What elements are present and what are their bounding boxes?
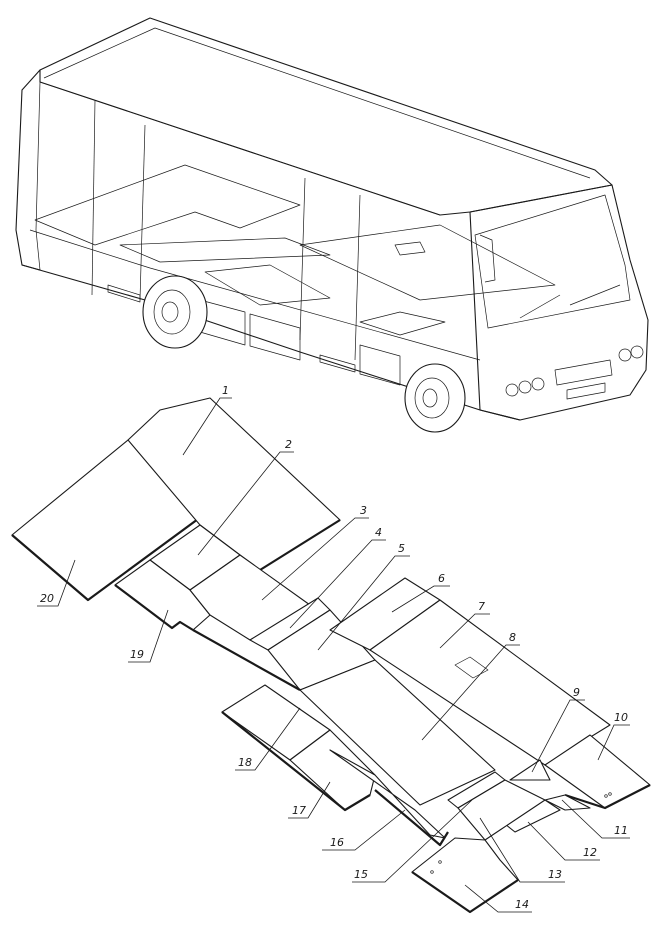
callout-label-4: 4 [375, 526, 382, 539]
floor-panels [11, 397, 651, 914]
panel-19-edge [114, 584, 194, 631]
panel-17-18-edge [221, 711, 371, 812]
callout-6: 6 [391, 572, 450, 613]
callout-label-16: 16 [330, 836, 344, 849]
callout-13: 13 [479, 817, 565, 883]
bus-hatch-2 [249, 313, 301, 361]
callout-15: 15 [352, 799, 473, 883]
bus-floor-hatch [394, 241, 426, 256]
callout-label-6: 6 [438, 572, 445, 585]
panel-13 [457, 779, 546, 841]
bus-wiper-2 [569, 284, 621, 306]
callout-20: 20 [37, 559, 76, 607]
bus-rear [15, 69, 41, 271]
callout-17: 17 [288, 781, 331, 819]
panel-10-hole-2 [608, 792, 612, 796]
callout-label-19: 19 [130, 648, 144, 661]
panel-16-edge [374, 789, 449, 847]
callout-label-17: 17 [292, 804, 306, 817]
callout-label-10: 10 [614, 711, 628, 724]
callout-4: 4 [289, 526, 386, 629]
bus-wiper-1 [519, 294, 561, 319]
callout-10: 10 [597, 711, 630, 761]
bus-step-2 [319, 354, 356, 373]
callout-label-8: 8 [509, 631, 516, 644]
panel-9 [509, 759, 551, 781]
callout-label-13: 13 [548, 868, 562, 881]
callout-label-14: 14 [515, 898, 529, 911]
bus-grille [554, 359, 613, 386]
panel-10-hole-1 [604, 794, 608, 798]
callout-18: 18 [235, 707, 301, 771]
bus-front [469, 184, 649, 421]
bus-headlight-right-2 [630, 345, 644, 359]
callout-label-18: 18 [238, 756, 252, 769]
bus-floor-panel-mid-3 [299, 224, 556, 301]
bus-pillar-1 [91, 99, 96, 296]
callout-14: 14 [464, 884, 532, 913]
callout-group: 1 2 3 4 5 6 7 8 [37, 384, 630, 913]
callout-label-3: 3 [360, 504, 367, 517]
callout-16: 16 [322, 809, 406, 851]
callout-label-2: 2 [285, 438, 292, 451]
panel-14 [411, 837, 519, 913]
callout-8: 8 [421, 631, 520, 741]
callout-label-11: 11 [614, 824, 628, 837]
bus-pillar-2 [139, 124, 146, 301]
panel-20-edge [11, 507, 214, 602]
callout-2: 2 [197, 438, 294, 556]
callout-19: 19 [128, 609, 169, 663]
callout-label-1: 1 [222, 384, 229, 397]
bus-pillar-3 [299, 177, 306, 341]
bus-roof-ridge [43, 27, 591, 179]
callout-label-9: 9 [573, 686, 580, 699]
panel-14-hole-1 [438, 860, 442, 864]
panel-16 [329, 749, 446, 839]
bus-floor-panel-front [359, 311, 446, 336]
panel-11 [544, 794, 591, 811]
panel-10-edge [564, 784, 651, 810]
bus-hatch-3 [359, 344, 401, 386]
callout-3: 3 [261, 504, 369, 601]
callout-label-12: 12 [583, 846, 597, 859]
callout-9: 9 [531, 686, 585, 773]
bus-headlight-left-1 [505, 383, 519, 397]
panel-7 [369, 599, 611, 766]
panel-14-edge [411, 871, 519, 914]
bus-window-top-line [39, 81, 441, 216]
panel-7-hatch [454, 656, 489, 679]
bus-mirror [479, 234, 496, 283]
bus-rear-wheel [142, 275, 208, 349]
bus-front-wheel [404, 363, 466, 433]
bus-windshield [474, 194, 631, 329]
bus-rear-inner [35, 81, 41, 271]
bus-headlight-left-3 [531, 377, 545, 391]
bus-headlight-right-1 [618, 348, 632, 362]
bus-floor-panel-rear [34, 164, 301, 246]
callout-label-7: 7 [478, 600, 485, 613]
callout-label-20: 20 [40, 592, 54, 605]
callout-7: 7 [439, 600, 490, 649]
callout-5: 5 [317, 542, 410, 651]
callout-1: 1 [182, 384, 232, 456]
bus-illustration [15, 17, 649, 433]
callout-label-5: 5 [398, 542, 405, 555]
bus-plate [566, 382, 606, 400]
bus-skirt-line [29, 229, 481, 361]
panel-8 [299, 659, 496, 806]
callout-label-15: 15 [354, 868, 368, 881]
panel-1-edge [259, 519, 341, 571]
bus-roof [39, 17, 613, 216]
bus-headlight-left-2 [518, 380, 532, 394]
bus-floor-panel-mid-2 [204, 264, 331, 306]
bus-floor-panel-mid-1 [119, 237, 331, 263]
callout-12: 12 [527, 821, 600, 861]
panel-5-edge [192, 629, 301, 691]
callout-11: 11 [561, 799, 630, 839]
bus-pillar-4 [354, 194, 361, 361]
bus-step-1 [107, 284, 141, 303]
panel-14-hole-2 [430, 870, 434, 874]
